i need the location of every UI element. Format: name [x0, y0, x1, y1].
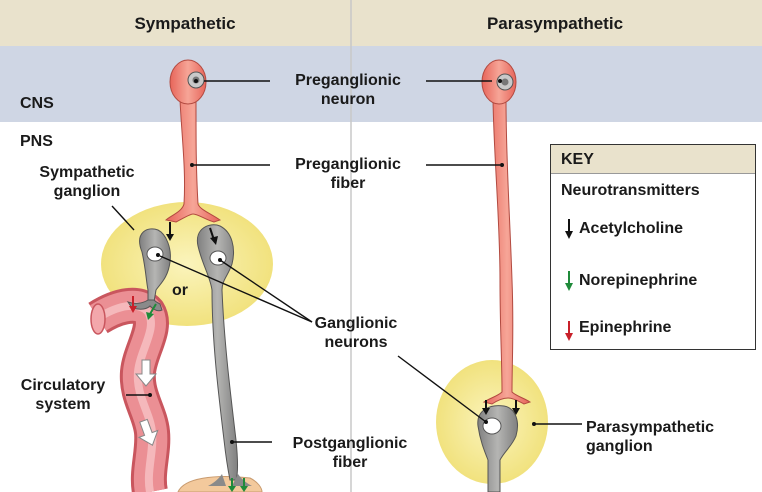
label-or: or: [172, 281, 188, 300]
label-preganglionic-neuron: Preganglionic neuron: [270, 71, 426, 109]
key-arrow-acetylcholine: [561, 217, 581, 241]
key-legend: KEY Neurotransmitters Acetylcholine Nore…: [550, 144, 756, 350]
header-sympathetic: Sympathetic: [100, 14, 270, 33]
label-sympathetic-ganglion: Sympathetic ganglion: [22, 163, 152, 201]
key-title: KEY: [561, 150, 594, 169]
key-label-acetylcholine: Acetylcholine: [579, 219, 683, 238]
key-subtitle: Neurotransmitters: [561, 181, 700, 200]
label-postganglionic-fiber: Postganglionic fiber: [272, 434, 428, 472]
region-pns: PNS: [20, 132, 53, 151]
key-arrow-epinephrine: [561, 319, 581, 343]
key-label-norepinephrine: Norepinephrine: [579, 271, 697, 290]
region-cns: CNS: [20, 94, 54, 113]
header-parasympathetic: Parasympathetic: [465, 14, 645, 33]
label-ganglionic-neurons: Ganglionic neurons: [296, 314, 416, 352]
label-circulatory-system: Circulatory system: [0, 376, 126, 414]
label-preganglionic-fiber: Preganglionic fiber: [270, 155, 426, 193]
key-label-epinephrine: Epinephrine: [579, 318, 671, 337]
key-arrow-norepinephrine: [561, 269, 581, 293]
label-parasympathetic-ganglion: Parasympathetic ganglion: [586, 418, 714, 456]
